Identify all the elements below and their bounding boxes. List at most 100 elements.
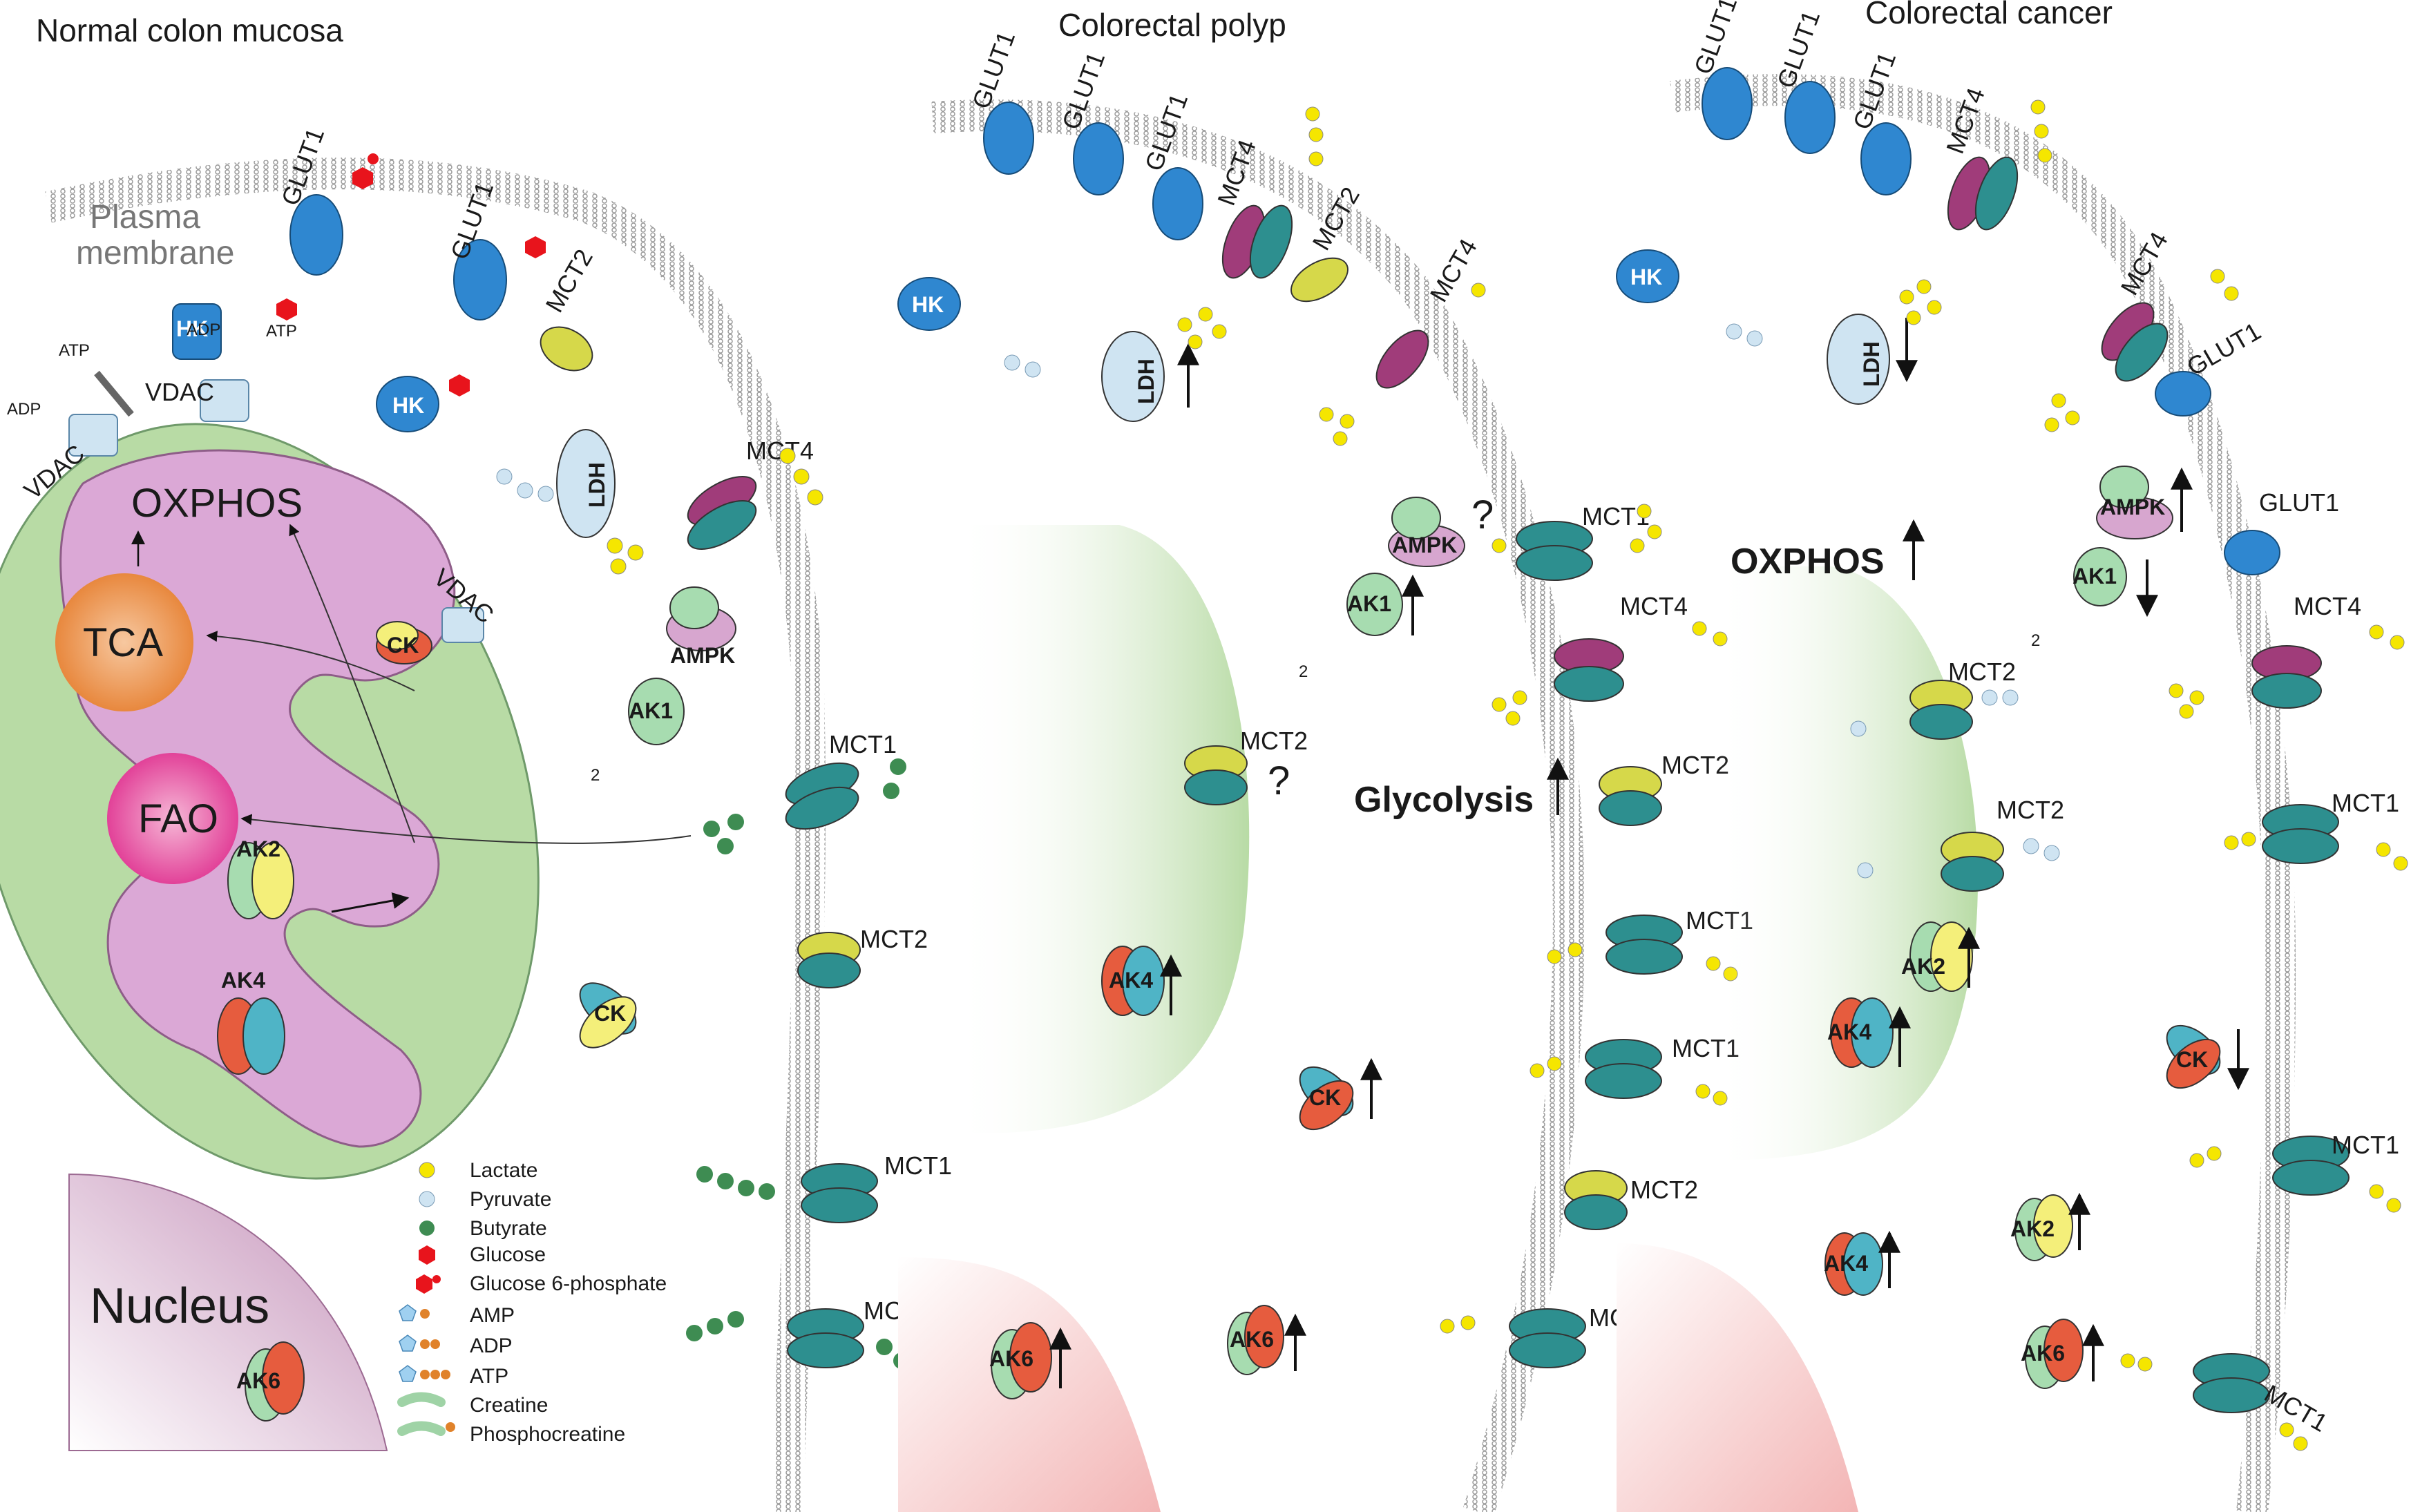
two-label-normal: 2 — [591, 766, 600, 785]
mct1-label-cancer-1: MCT1 — [2332, 789, 2399, 817]
two-label-polyp: 2 — [1299, 662, 1308, 681]
mct4-label-polyp-3: MCT4 — [1620, 592, 1688, 620]
mct1-transporter-normal-1: MCT1 — [785, 730, 897, 830]
phosphocreatine-icon — [397, 1421, 446, 1436]
butyrate-molecules-2 — [686, 1166, 910, 1369]
glycolysis-label: Glycolysis — [1354, 780, 1534, 820]
ak4-enzyme-cancer: AK4 — [1827, 997, 1894, 1068]
ak4-label-polyp: AK4 — [1109, 968, 1153, 993]
arrow-to-oxphos — [289, 524, 415, 843]
ak1-enzyme-polyp: AK1 — [1346, 573, 1403, 636]
mct2-label-polyp-bottom: MCT2 — [1630, 1176, 1698, 1204]
atp-icon — [399, 1365, 417, 1382]
nucleus-normal — [68, 1173, 388, 1451]
glut1-label-cancer-4: GLUT1 — [2182, 316, 2266, 381]
ck-label-mito: CK — [387, 633, 419, 658]
ak1-enzyme-normal: AK1 — [628, 678, 685, 745]
butyrate-molecules-1 — [703, 758, 906, 854]
nucleus-label: Nucleus — [90, 1279, 269, 1334]
oxphos-label-cancer: OXPHOS — [1731, 542, 1885, 582]
hk-vdac-complex: HK VDAC — [145, 303, 249, 422]
ak6-label-normal: AK6 — [236, 1368, 280, 1393]
mct4-transporter-cancer-3: MCT4 — [2251, 592, 2361, 709]
ak2-enzyme-cancer-2: AK2 — [2010, 1194, 2073, 1261]
ldh-label-normal: LDH — [584, 462, 609, 508]
legend-amp: AMP — [470, 1304, 515, 1327]
legend-g6p: Glucose 6-phosphate — [470, 1272, 667, 1295]
ak4-label-cancer-2: AK4 — [1824, 1251, 1868, 1276]
mct2-transporter-normal-mid: MCT2 — [797, 925, 928, 988]
fao-circle — [107, 753, 238, 884]
mct2-label-normal-top: MCT2 — [540, 245, 598, 317]
nucleus-cancer — [1617, 1243, 1858, 1512]
plasma-membrane-polyp — [931, 99, 1585, 1512]
hk-label-polyp: HK — [912, 292, 944, 317]
ampk-enzyme-normal: AMPK — [666, 586, 736, 668]
hk-enzyme-normal: HK — [376, 376, 439, 432]
atp-label-left: ATP — [59, 341, 90, 360]
mct2-transporter-polyp-bottom: MCT2 — [1564, 1170, 1698, 1230]
mct4-label-normal: MCT4 — [746, 437, 814, 465]
mct2-transporter-polyp-low: MCT2 — [1599, 751, 1729, 826]
adp-label-left: ADP — [7, 400, 41, 419]
glut1-label-cancer-1: GLUT1 — [1688, 0, 1742, 78]
plasma-membrane-cancer — [1670, 74, 2296, 1512]
mct2-label-polyp-mid: MCT2 — [1240, 727, 1308, 755]
mct2-transporter-polyp-mid: MCT2 ? — [1184, 727, 1308, 805]
ak4-label-cancer: AK4 — [1827, 1020, 1871, 1044]
mct1-label-normal-2: MCT1 — [884, 1151, 952, 1180]
mct1-transporter-polyp-1: MCT1 — [1516, 502, 1650, 581]
amp-icon — [399, 1304, 417, 1321]
mct4-transporter-normal: MCT4 — [687, 437, 814, 550]
hk-enzyme-cancer: HK — [1616, 249, 1679, 303]
mct4-label-cancer-3: MCT4 — [2294, 592, 2361, 620]
mct1-label-cancer-2: MCT1 — [2332, 1131, 2399, 1159]
glut1-transporters-polyp: GLUT1 GLUT1 GLUT1 — [966, 28, 1203, 240]
ampk-label-cancer: AMPK — [2100, 495, 2165, 519]
ak6-label-cancer: AK6 — [2021, 1341, 2065, 1366]
mct2-label-cancer-2: MCT2 — [1997, 796, 2064, 824]
ldh-label-polyp: LDH — [1134, 358, 1159, 404]
ak6-enzyme-polyp-2: AK6 — [1227, 1305, 1284, 1375]
pyruvate-icon — [419, 1191, 435, 1207]
mitochondrion-polyp — [953, 525, 1250, 1133]
ck-enzyme-normal: CK — [579, 982, 637, 1049]
glut1-transporter-cancer-5: GLUT1 — [2224, 488, 2339, 575]
tca-label: TCA — [83, 620, 163, 665]
panel-title-cancer: Colorectal cancer — [1865, 0, 2113, 30]
hk-enzyme-polyp: HK — [897, 277, 961, 331]
ck-label-normal: CK — [594, 1001, 626, 1026]
ak6-enzyme-polyp: AK6 — [989, 1322, 1052, 1399]
ampk-enzyme-cancer: AMPK — [2096, 466, 2173, 539]
legend-glucose: Glucose — [470, 1243, 546, 1266]
legend-phosphocreatine: Phosphocreatine — [470, 1423, 625, 1446]
atp-label-hk: ATP — [266, 322, 297, 341]
ak6-label-polyp-2: AK6 — [1230, 1327, 1274, 1352]
ck-enzyme-cancer: CK — [2166, 1024, 2221, 1089]
creatine-icon — [397, 1392, 446, 1407]
hk-label-normal: HK — [392, 393, 424, 418]
ak1-enzyme-cancer: AK1 — [2072, 547, 2127, 606]
mct4-transporter-cancer-1: MCT4 — [1941, 84, 2019, 231]
ak6-enzyme-normal: AK6 — [236, 1341, 305, 1422]
ampk-label-polyp: AMPK — [1392, 533, 1457, 557]
ck-label-cancer: CK — [2176, 1047, 2208, 1072]
glut1-transporter-1: GLUT1 — [276, 124, 343, 276]
mct4-transporter-polyp-3: MCT4 — [1554, 592, 1688, 702]
ldh-enzyme-cancer: LDH — [1827, 314, 1890, 405]
ak2-enzyme-normal: AK2 — [227, 836, 294, 919]
panel-title-normal: Normal colon mucosa — [36, 12, 343, 48]
question-mct2-polyp: ? — [1268, 758, 1290, 803]
glut1-label-cancer-5: GLUT1 — [2259, 488, 2339, 517]
ampk-label-normal: AMPK — [670, 643, 735, 668]
adp-label-hk: ADP — [187, 320, 220, 339]
oxphos-label-normal: OXPHOS — [131, 481, 303, 526]
mct2-transporter-cancer-1: MCT2 — [1909, 658, 2016, 740]
ldh-enzyme-normal: LDH — [556, 429, 616, 538]
tca-cycle — [55, 573, 193, 711]
ampk-enzyme-polyp: AMPK ? — [1388, 492, 1494, 567]
glucose-6-phosphate-icon — [416, 1274, 432, 1294]
ak4-label: AK4 — [221, 968, 265, 993]
ak2-label-cancer: AK2 — [1901, 954, 1945, 979]
legend-lactate: Lactate — [470, 1159, 537, 1182]
